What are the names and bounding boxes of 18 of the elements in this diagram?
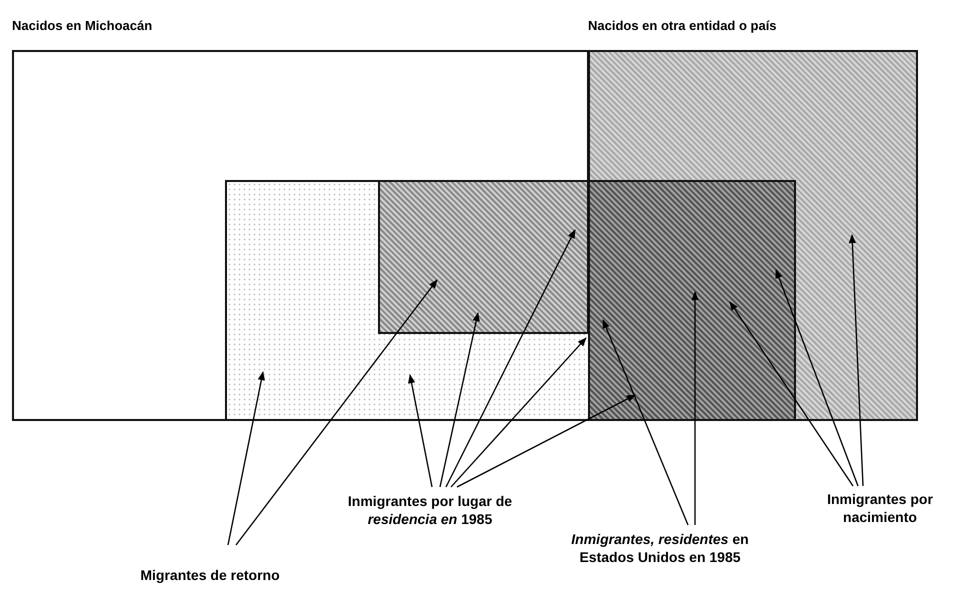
leader-line — [691, 291, 699, 525]
leader-line — [445, 229, 576, 488]
callout-text: Inmigrantes por lugar de residencia en 1985 — [330, 492, 530, 528]
callout-text: Inmigrantes, residentes en Estados Unidos en 1985 — [570, 530, 750, 566]
region-heading: Nacidos en Michoacán — [12, 18, 152, 33]
leader-line — [456, 394, 636, 488]
leader-line — [729, 301, 854, 486]
leader-line — [450, 337, 587, 488]
leader-line — [439, 312, 480, 488]
callout-text: Migrantes de retorno — [120, 566, 300, 584]
leader-line — [775, 269, 859, 486]
leader-line — [408, 374, 433, 488]
region-heading: Nacidos en otra entidad o país — [588, 18, 777, 33]
leader-line — [602, 319, 689, 526]
leader-line — [227, 371, 265, 546]
callout-text: Inmigrantes por nacimiento — [815, 490, 945, 526]
leader-line — [235, 279, 438, 546]
leader-line — [848, 234, 864, 486]
